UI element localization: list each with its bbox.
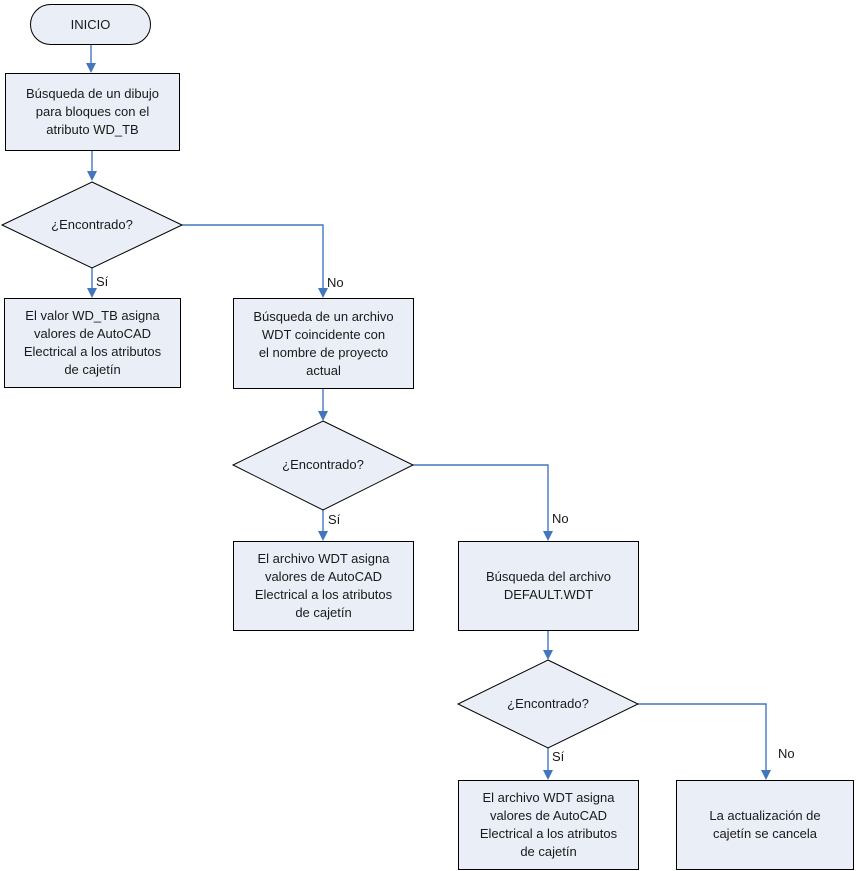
arrowhead-down-icon	[318, 531, 328, 541]
arrowhead-down-icon	[543, 531, 553, 541]
arrowhead-down-icon	[761, 770, 771, 780]
decision-3-label: ¿Encontrado?	[507, 696, 589, 711]
process-search-wdt-project: Búsqueda de un archivo WDT coincidente c…	[233, 298, 414, 389]
edge-label-decision-3-yes: Sí	[552, 749, 565, 764]
process-assign-wd-tb-value: El valor WD_TB asigna valores de AutoCAD…	[4, 298, 181, 388]
decision-2-label: ¿Encontrado?	[282, 457, 364, 472]
arrowhead-down-icon	[86, 63, 96, 73]
arrowhead-down-icon	[318, 288, 328, 298]
decision-3-shape	[456, 659, 640, 749]
arrowhead-down-icon	[87, 288, 97, 298]
process-search-default-wdt: Búsqueda del archivo DEFAULT.WDT	[458, 541, 639, 631]
decision-1-label: ¿Encontrado?	[51, 217, 133, 232]
process-search-drawing-wd-tb-label: Búsqueda de un dibujo para bloques con e…	[25, 86, 159, 137]
edge-label-decision-1-yes: Sí	[96, 274, 109, 289]
process-assign-wd-tb-value-label: El valor WD_TB asigna valores de AutoCAD…	[23, 308, 162, 377]
decision-1-shape	[0, 181, 184, 269]
process-assign-wdt-file-2: El archivo WDT asigna valores de AutoCAD…	[458, 780, 639, 870]
edge-decision-2-no	[413, 464, 549, 531]
arrowhead-down-icon	[87, 171, 97, 181]
edge-label-decision-3-no: No	[778, 746, 795, 761]
terminator-start: INICIO	[30, 4, 151, 45]
arrowhead-down-icon	[318, 411, 328, 421]
edge-decision-1-no	[182, 224, 324, 288]
process-assign-wdt-file-1: El archivo WDT asigna valores de AutoCAD…	[233, 541, 414, 631]
edge-decision-3-no	[638, 703, 767, 770]
process-assign-wdt-file-2-label: El archivo WDT asigna valores de AutoCAD…	[479, 790, 618, 859]
arrowhead-down-icon	[543, 770, 553, 780]
arrowhead-down-icon	[543, 650, 553, 660]
process-search-wdt-project-label: Búsqueda de un archivo WDT coincidente c…	[253, 308, 394, 378]
edge-label-decision-2-yes: Sí	[328, 512, 341, 527]
process-search-default-wdt-label: Búsqueda del archivo DEFAULT.WDT	[485, 569, 612, 602]
process-cancel-update: La actualización de cajetín se cancela	[676, 780, 854, 870]
edge-label-decision-2-no: No	[552, 511, 569, 526]
process-search-drawing-wd-tb: Búsqueda de un dibujo para bloques con e…	[5, 73, 180, 151]
decision-2-shape	[231, 420, 415, 511]
process-cancel-update-label: La actualización de cajetín se cancela	[709, 808, 821, 841]
terminator-start-label: INICIO	[70, 16, 111, 32]
edge-label-decision-1-no: No	[327, 275, 344, 290]
process-assign-wdt-file-1-label: El archivo WDT asigna valores de AutoCAD…	[254, 551, 393, 620]
